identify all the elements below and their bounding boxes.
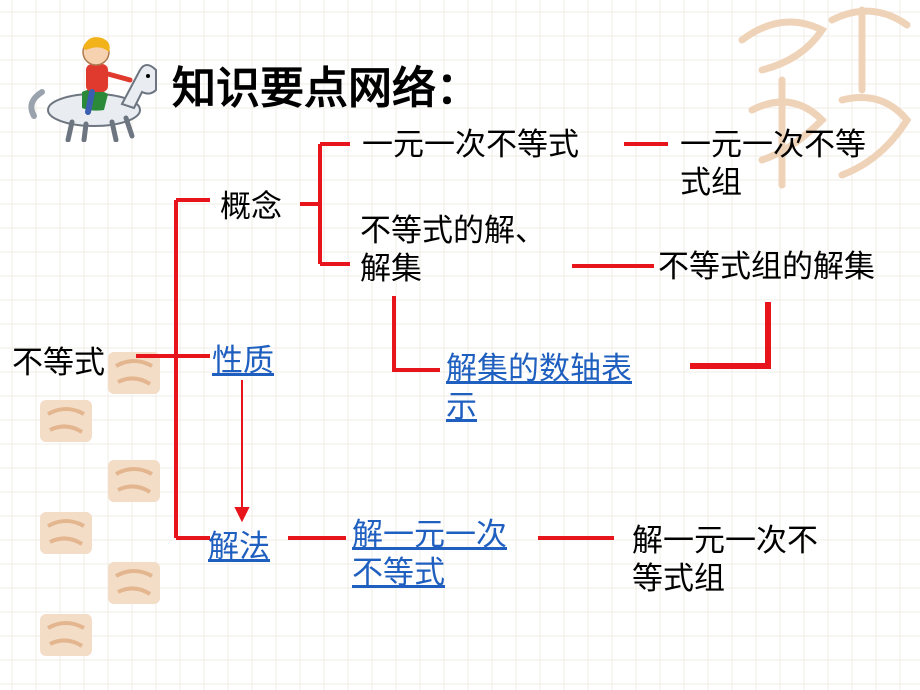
node-solution-set-line2: 解集	[360, 251, 422, 287]
seal-ornament	[108, 562, 160, 604]
node-inequality-system-line2: 式组	[680, 165, 742, 201]
node-solve-linear-line2: 不等式	[352, 555, 445, 591]
seal-ornament	[40, 400, 92, 442]
boy-on-horse-icon	[28, 37, 157, 142]
node-property-link[interactable]: 性质	[212, 343, 274, 379]
node-solve-system-line1: 解一元一次不	[632, 523, 818, 559]
node-solution-set-line1: 不等式的解、	[360, 213, 546, 249]
seal-ornament	[108, 352, 160, 394]
node-number-line-line2: 示	[446, 389, 477, 425]
node-system-solution-set: 不等式组的解集	[658, 249, 875, 285]
seal-ornament-large	[738, 6, 912, 189]
node-inequality-system: 一元一次不等 式组	[680, 126, 866, 202]
node-solution-set: 不等式的解、 解集	[360, 212, 546, 288]
seal-ornament	[40, 512, 92, 554]
node-linear-inequality: 一元一次不等式	[362, 127, 579, 163]
node-method-link[interactable]: 解法	[208, 529, 270, 565]
seal-ornament	[40, 614, 92, 656]
node-solve-system: 解一元一次不 等式组	[632, 522, 818, 598]
seal-ornament	[108, 460, 160, 502]
node-number-line-link[interactable]: 解集的数轴表 示	[446, 350, 632, 426]
node-number-line-line1: 解集的数轴表	[446, 351, 632, 387]
page-title: 知识要点网络：	[172, 63, 480, 114]
node-solve-linear-line1: 解一元一次	[352, 517, 507, 553]
node-inequality: 不等式	[12, 345, 105, 381]
node-inequality-system-line1: 一元一次不等	[680, 127, 866, 163]
node-concept: 概念	[220, 189, 282, 225]
node-solve-linear-link[interactable]: 解一元一次 不等式	[352, 516, 507, 592]
node-solve-system-line2: 等式组	[632, 561, 725, 597]
